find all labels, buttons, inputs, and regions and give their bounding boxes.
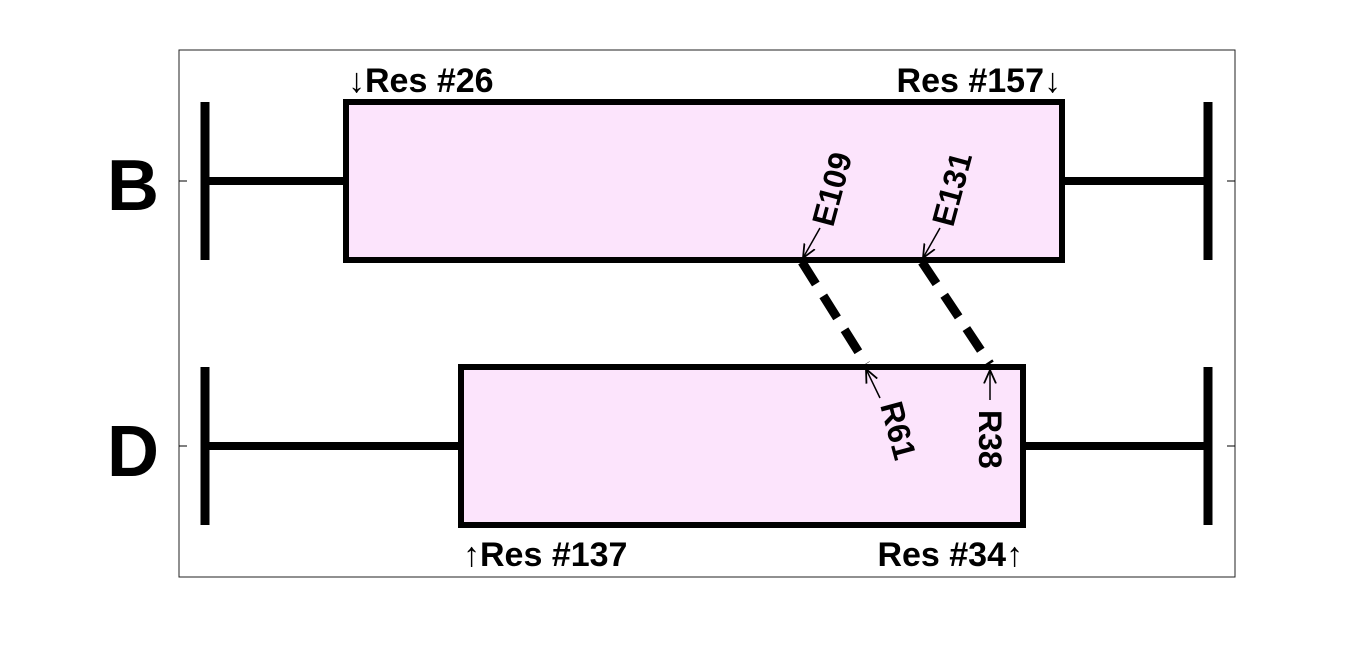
- chain-d-end-label: Res #34↑: [877, 536, 1023, 574]
- chain-label-b: B: [107, 146, 159, 226]
- chain-b-box: [343, 99, 1065, 263]
- chain-b-whiskers: [200, 102, 1213, 260]
- site-arrow-r61: [866, 369, 881, 399]
- chain-b-end-label: Res #157↓: [897, 62, 1061, 100]
- interaction-line-e109-r61: [798, 259, 870, 367]
- chain-d-box: [458, 364, 1026, 528]
- chain-d-start-label: ↑Res #137: [463, 536, 627, 574]
- chain-b-start-label: ↓Res #26: [348, 62, 494, 100]
- chain-d-whiskers: [200, 367, 1213, 525]
- site-arrow-e131: [923, 227, 941, 258]
- site-arrow-e109: [803, 227, 821, 258]
- interaction-line-e131-r38: [918, 259, 994, 367]
- chain-label-d: D: [107, 412, 159, 492]
- site-label-r38: R38: [972, 410, 1008, 469]
